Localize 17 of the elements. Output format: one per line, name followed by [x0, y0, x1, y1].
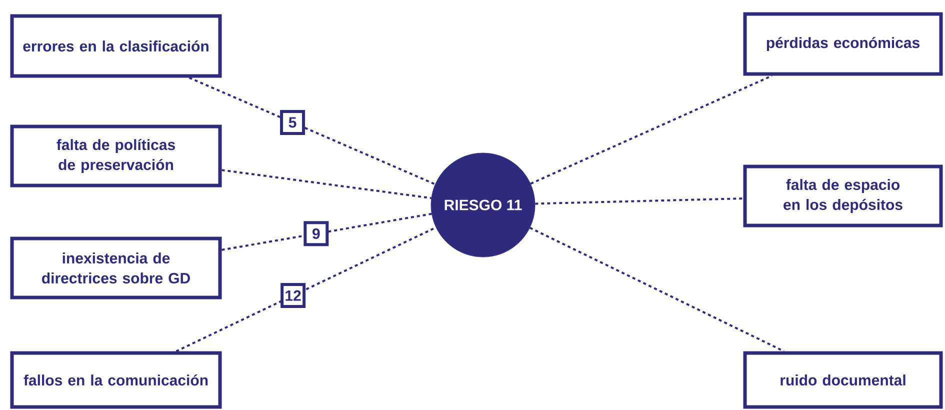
connector-line — [176, 226, 436, 352]
connector-line — [222, 212, 432, 251]
cause-box: ruido documental — [743, 351, 943, 409]
connector-line — [222, 169, 432, 200]
connector-line — [530, 74, 772, 185]
connector-line — [535, 198, 744, 205]
edge-label: 5 — [280, 110, 306, 135]
edge-label: 9 — [304, 221, 329, 246]
cause-box: falta de espacio en los depósitos — [743, 164, 943, 228]
cause-box: fallos en la comunicación — [10, 351, 222, 409]
cause-box: errores en la clasificación — [10, 14, 222, 78]
cause-box: inexistencia de directrices sobre GD — [10, 236, 222, 300]
cause-box: pérdidas económicas — [743, 12, 943, 76]
edge-label: 12 — [280, 283, 306, 308]
cause-box: falta de políticas de preservación — [10, 124, 222, 188]
connector-line — [530, 226, 784, 352]
connector-line — [188, 76, 436, 186]
